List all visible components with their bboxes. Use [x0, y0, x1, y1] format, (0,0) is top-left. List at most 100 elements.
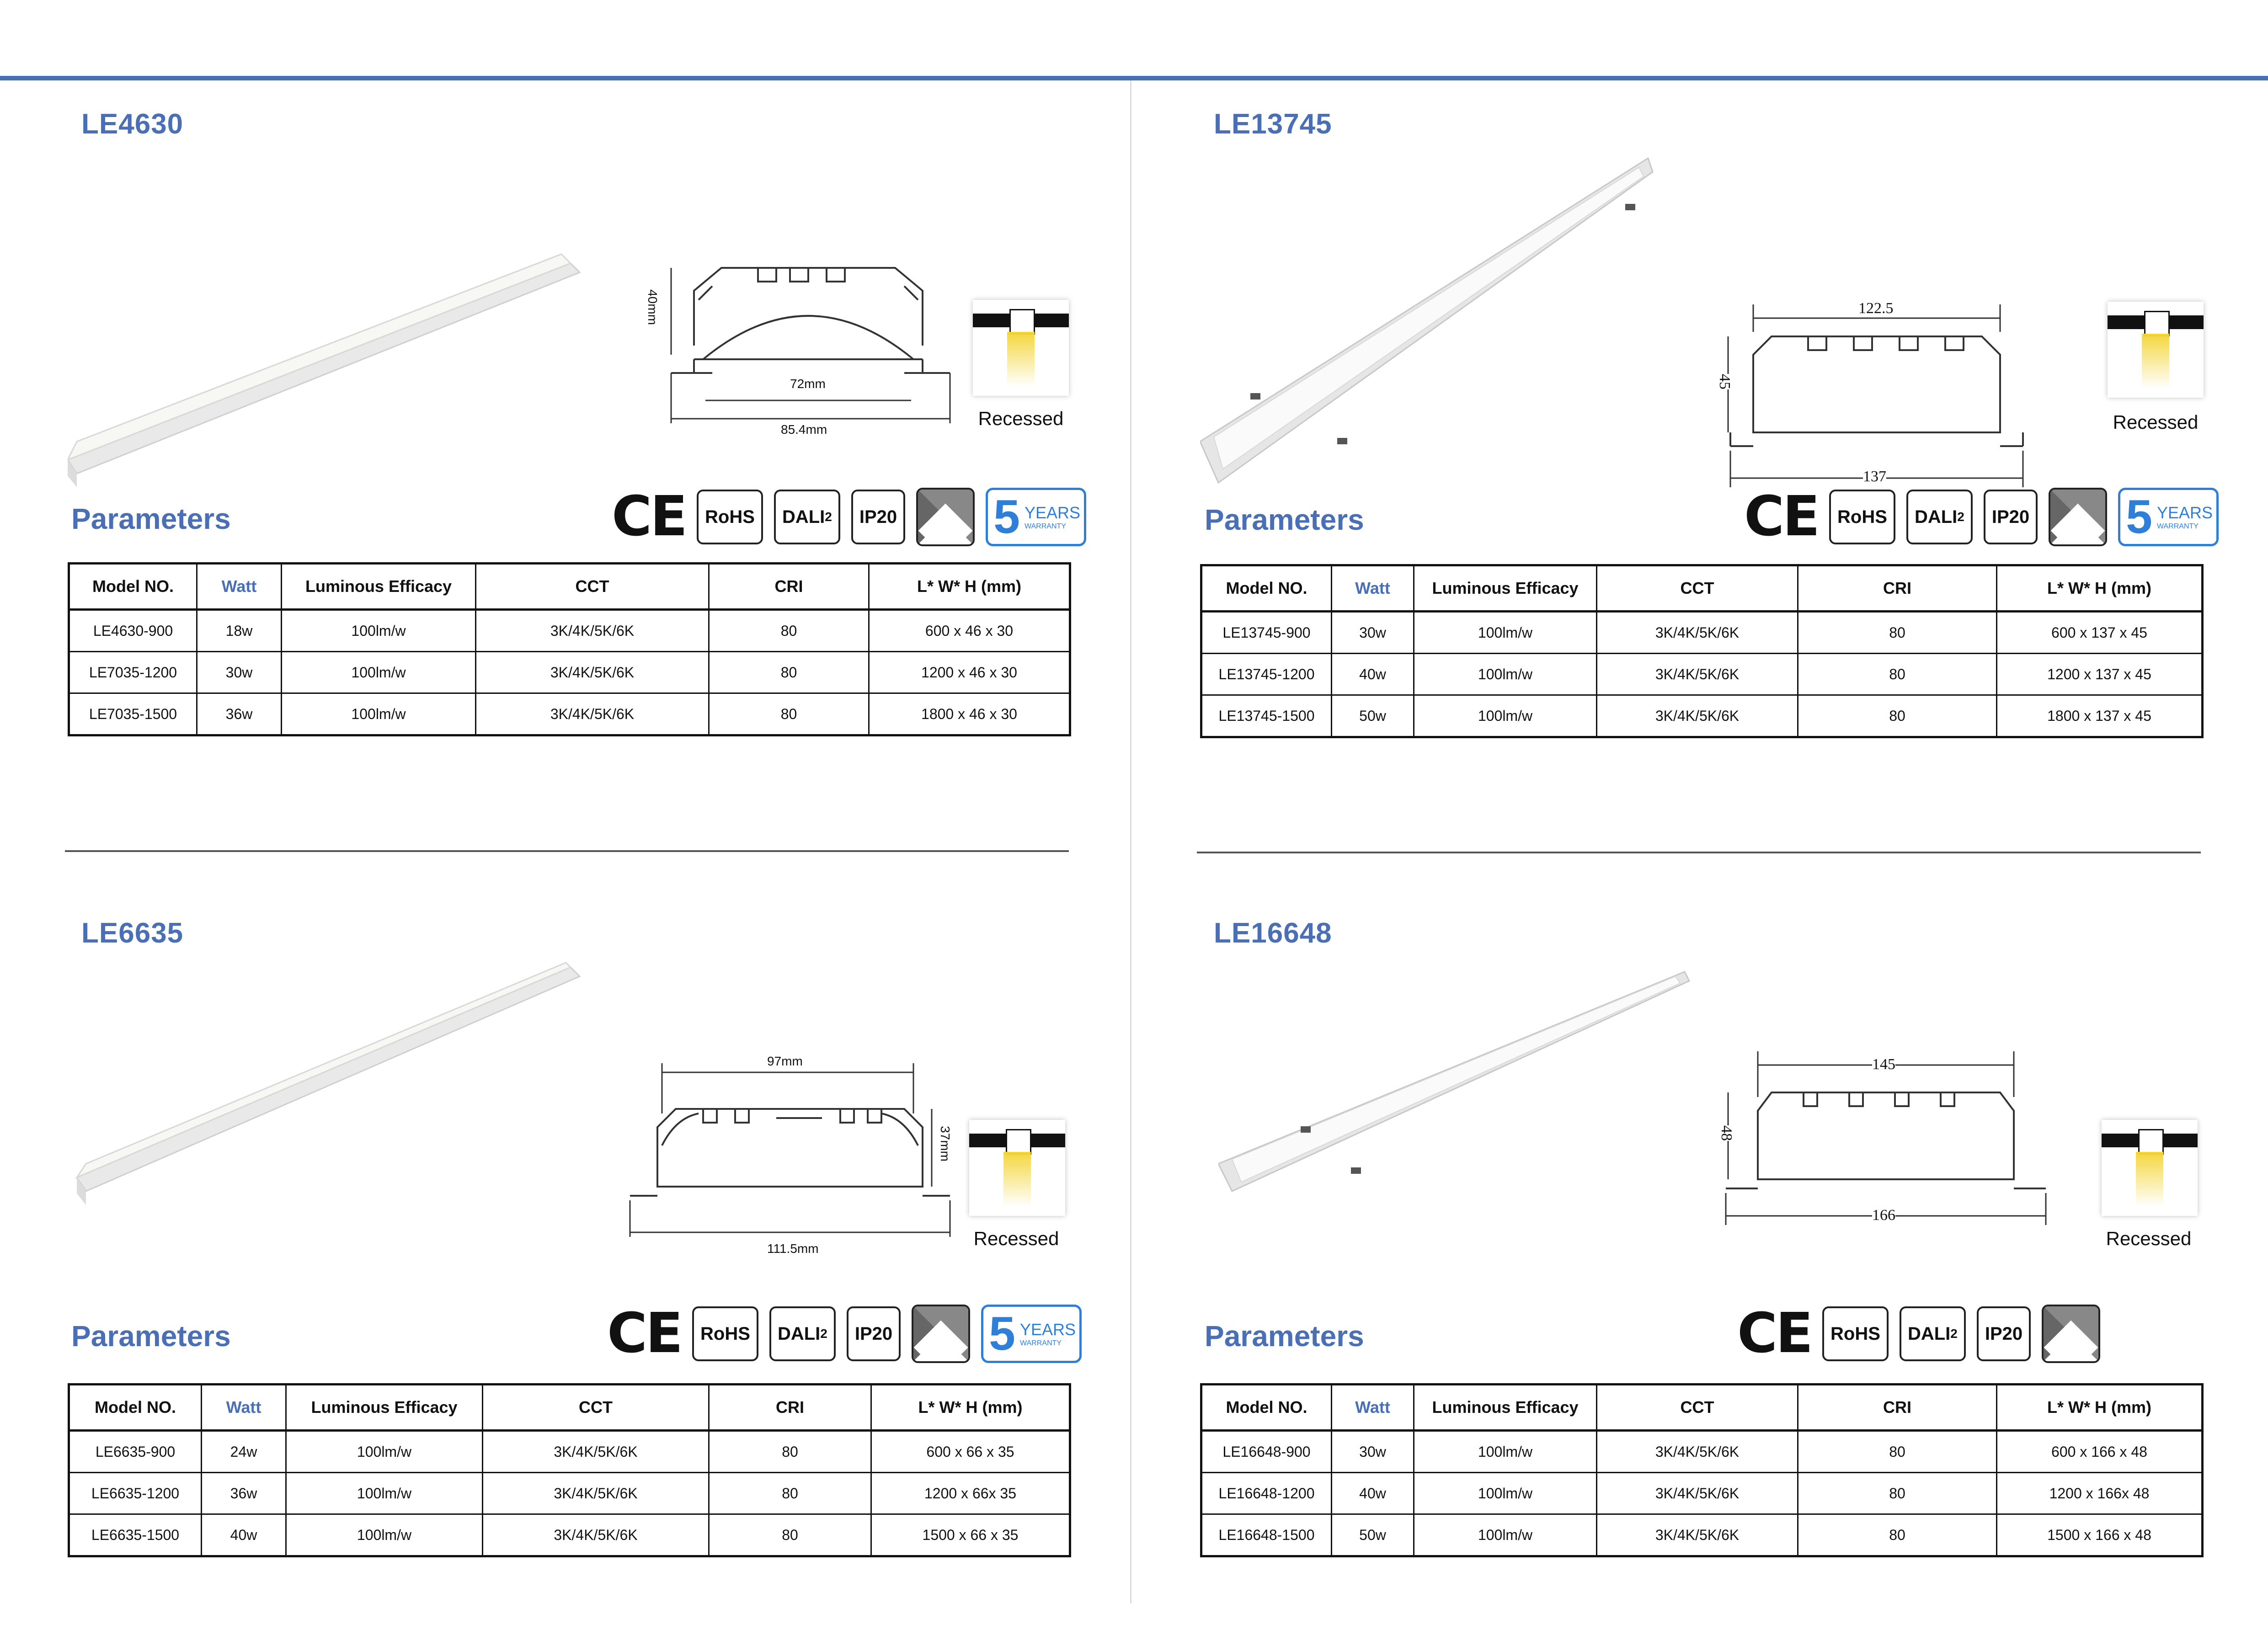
cell-cct: 3K/4K/5K/6K: [1596, 694, 1798, 738]
cell-model: LE13745-1200: [1201, 653, 1332, 696]
recessed-mount-icon: [2108, 302, 2204, 398]
header-cri: CRI: [708, 563, 870, 610]
header-cri: CRI: [708, 1384, 872, 1431]
cell-cri: 80: [1797, 1513, 1997, 1557]
cell-cct: 3K/4K/5K/6K: [475, 609, 710, 652]
cell-watt: 30w: [196, 651, 282, 694]
header-model: Model NO.: [1201, 1384, 1332, 1431]
ce-mark-icon: CE: [612, 485, 688, 549]
fixture-image: [68, 253, 581, 487]
header-efficacy: Luminous Efficacy: [281, 563, 476, 610]
header-cri: CRI: [1797, 565, 1997, 612]
cell-cri: 80: [1797, 653, 1997, 696]
cell-efficacy: 100lm/w: [285, 1513, 483, 1557]
rohs-badge: RoHS: [697, 490, 763, 544]
cell-cri: 80: [708, 1513, 872, 1557]
profile-dimension-drawing: 97mm 111.5mm 37mm: [584, 1054, 959, 1267]
ip20-badge: IP20: [1976, 1306, 2031, 1361]
profile-dimension-drawing: 72mm 85.4mm 40mm: [646, 263, 982, 522]
cell-dimensions: 1200 x 166x 48: [1996, 1472, 2203, 1515]
table-row: LE13745-1500 50w 100lm/w 3K/4K/5K/6K 80 …: [1201, 694, 2203, 738]
cell-model: LE4630-900: [68, 609, 197, 652]
triangle-mark-icon: [2049, 488, 2108, 546]
table-row: LE4630-900 18w 100lm/w 3K/4K/5K/6K 80 60…: [68, 609, 1071, 652]
header-model: Model NO.: [68, 563, 197, 610]
cell-cri: 80: [708, 692, 870, 736]
header-watt: Watt: [196, 563, 282, 610]
cell-dimensions: 600 x 137 x 45: [1996, 611, 2203, 654]
recessed-mount-icon: [2102, 1120, 2198, 1216]
recessed-label: Recessed: [973, 1228, 1059, 1249]
header-cct: CCT: [1596, 565, 1798, 612]
header-dimensions: L* W* H (mm): [1996, 565, 2203, 612]
cell-cct: 3K/4K/5K/6K: [1596, 653, 1798, 696]
top-accent-bar: [0, 76, 2268, 80]
header-watt: Watt: [1331, 565, 1414, 612]
cell-cct: 3K/4K/5K/6K: [482, 1513, 710, 1557]
spec-table: Model NO. Watt Luminous Efficacy CCT CRI…: [68, 562, 1071, 736]
dim-outer-width: 137: [1863, 468, 1886, 485]
header-dimensions: L* W* H (mm): [868, 563, 1071, 610]
fixture-image: [1200, 157, 1654, 484]
cell-cri: 80: [708, 651, 870, 694]
ce-mark-icon: CE: [1737, 1302, 1813, 1365]
cell-watt: 40w: [201, 1513, 287, 1557]
cell-cri: 80: [1797, 1472, 1997, 1515]
product-le4630: LE4630 72mm 85.4mm 40mm Rec: [68, 80, 1105, 821]
cell-model: LE7035-1500: [68, 692, 197, 736]
recessed-mount-icon: [969, 1120, 1065, 1216]
cell-model: LE13745-900: [1201, 611, 1332, 654]
cell-cct: 3K/4K/5K/6K: [1596, 1430, 1798, 1473]
rohs-badge: RoHS: [1829, 490, 1895, 544]
cell-cct: 3K/4K/5K/6K: [1596, 611, 1798, 654]
dim-inner-width: 97mm: [767, 1054, 803, 1068]
section-divider-right: [1197, 852, 2201, 853]
cell-model: LE6635-900: [68, 1430, 202, 1473]
dim-outer-width: 111.5mm: [767, 1241, 819, 1256]
cell-cct: 3K/4K/5K/6K: [475, 692, 710, 736]
dim-outer-width: 85.4mm: [781, 422, 827, 437]
ip20-badge: IP20: [1983, 490, 2038, 544]
cell-efficacy: 100lm/w: [1413, 1513, 1597, 1557]
cell-watt: 18w: [196, 609, 282, 652]
fixture-image: [75, 962, 581, 1205]
spec-table: Model NO. Watt Luminous Efficacy CCT CRI…: [1200, 564, 2204, 738]
cell-dimensions: 600 x 46 x 30: [868, 609, 1071, 652]
cell-model: LE13745-1500: [1201, 694, 1332, 738]
cell-model: LE6635-1500: [68, 1513, 202, 1557]
cell-dimensions: 1200 x 46 x 30: [868, 651, 1071, 694]
cell-cri: 80: [1797, 1430, 1997, 1473]
model-title: LE4630: [81, 108, 184, 140]
cell-cri: 80: [1797, 694, 1997, 738]
triangle-mark-icon: [2042, 1305, 2101, 1363]
dim-outer-width: 166: [1872, 1207, 1895, 1224]
header-model: Model NO.: [68, 1384, 202, 1431]
table-row: LE6635-900 24w 100lm/w 3K/4K/5K/6K 80 60…: [68, 1430, 1071, 1473]
table-header-row: Model NO. Watt Luminous Efficacy CCT CRI…: [1201, 565, 2203, 612]
table-header-row: Model NO. Watt Luminous Efficacy CCT CRI…: [68, 1384, 1071, 1431]
cell-model: LE16648-1200: [1201, 1472, 1332, 1515]
cell-efficacy: 100lm/w: [1413, 653, 1597, 696]
model-title: LE13745: [1214, 108, 1332, 140]
cell-efficacy: 100lm/w: [281, 651, 476, 694]
model-title: LE6635: [81, 917, 184, 949]
header-model: Model NO.: [1201, 565, 1332, 612]
parameters-title: Parameters: [1205, 503, 1364, 536]
cell-watt: 40w: [1331, 1472, 1414, 1515]
section-divider-left: [65, 850, 1069, 852]
cell-efficacy: 100lm/w: [1413, 1472, 1597, 1515]
ip20-badge: IP20: [846, 1306, 901, 1361]
table-row: LE16648-1500 50w 100lm/w 3K/4K/5K/6K 80 …: [1201, 1513, 2203, 1557]
profile-dimension-drawing: 122.5 137 45: [1716, 295, 2046, 535]
product-le13745: LE13745 122.5 137 45 Rec: [1200, 80, 2238, 821]
cell-cct: 3K/4K/5K/6K: [475, 651, 710, 694]
header-efficacy: Luminous Efficacy: [285, 1384, 483, 1431]
column-divider: [1130, 80, 1131, 1603]
cell-efficacy: 100lm/w: [281, 692, 476, 736]
